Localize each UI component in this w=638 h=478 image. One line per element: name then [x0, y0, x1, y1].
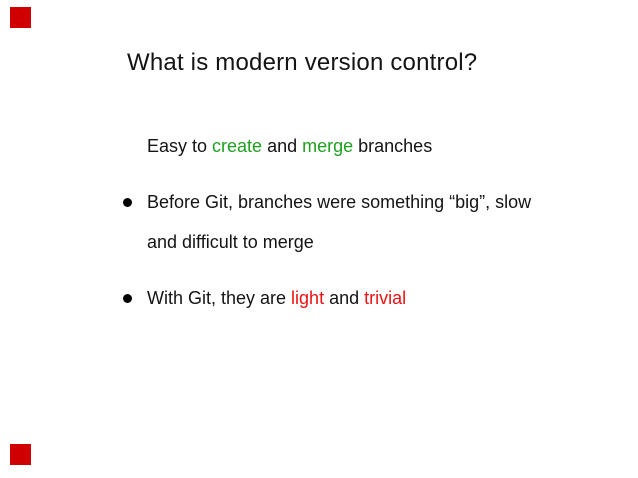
text-segment: light [291, 288, 325, 308]
bullet-dot [123, 278, 147, 303]
text-segment: Before Git, branches were something “big… [147, 192, 532, 212]
text-segment: Easy to [147, 136, 213, 156]
red-square-marker-top-left [10, 7, 31, 28]
text-segment: and difficult to merge [147, 232, 314, 252]
item-text: Before Git, branches were something “big… [147, 182, 587, 262]
bullet-dot-glyph [123, 294, 132, 303]
text-segment: branches [353, 136, 433, 156]
text-segment: and [324, 288, 365, 308]
text-segment: merge [302, 136, 354, 156]
item-text: Easy to create and merge branches [147, 126, 587, 166]
bullet-dot-glyph [123, 198, 132, 207]
text-segment: With Git, they are [147, 288, 292, 308]
bullet-dot [123, 182, 147, 207]
item-text: With Git, they are light and trivial [147, 278, 587, 318]
text-segment: and [262, 136, 303, 156]
bullet-item: Before Git, branches were something “big… [123, 182, 593, 262]
slide-title: What is modern version control? [127, 49, 478, 76]
text-segment: trivial [364, 288, 407, 308]
bullet-item: With Git, they are light and trivial [123, 278, 593, 318]
red-square-marker-bottom-left [10, 444, 31, 465]
text-item: Easy to create and merge branches [123, 126, 593, 166]
text-segment: create [212, 136, 263, 156]
